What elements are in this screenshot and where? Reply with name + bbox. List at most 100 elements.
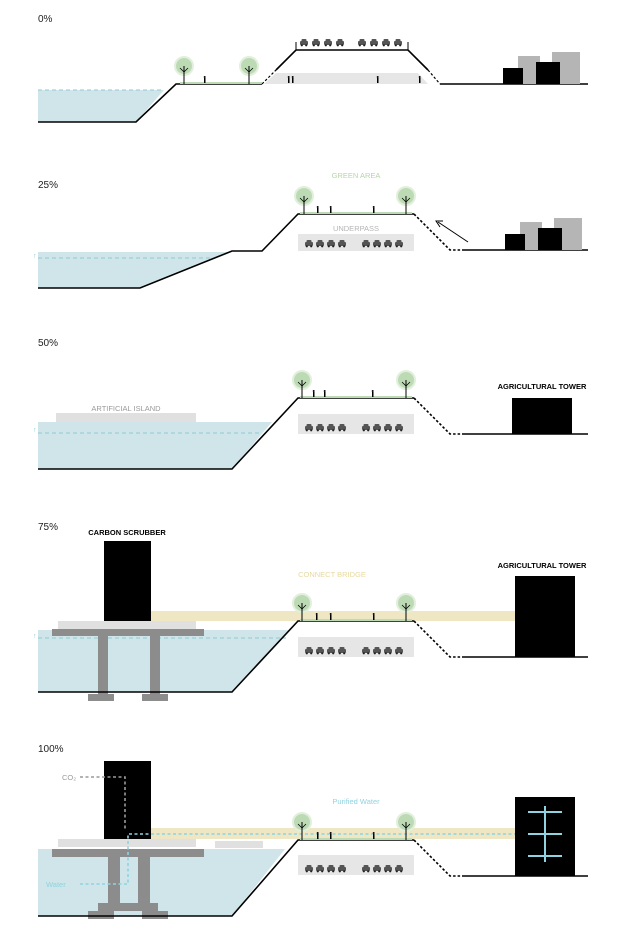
car-icon — [358, 39, 366, 47]
car-icon — [382, 39, 390, 47]
car-icon — [395, 865, 403, 873]
pedestrian-icon — [315, 613, 375, 620]
panel-50-percent: 50% ARTIFICIAL ISLAND ↑ AGRICUL — [33, 338, 588, 470]
island-platform-extension — [215, 841, 263, 848]
car-icon — [362, 240, 370, 248]
dashed-ramp-right — [427, 69, 441, 85]
car-icon — [373, 865, 381, 873]
agricultural-tower-label: AGRICULTURAL TOWER — [498, 561, 587, 570]
city-buildings — [505, 218, 582, 250]
connect-bridge — [150, 611, 515, 621]
car-icon — [395, 424, 403, 432]
panel-100-percent: 100% CO₂ Water Purified Water — [38, 744, 588, 919]
agricultural-tower-label: AGRICULTURAL TOWER — [498, 382, 587, 391]
arrow-icon — [435, 220, 469, 243]
carbon-scrubber-label: CARBON SCRUBBER — [88, 528, 166, 537]
car-icon — [384, 424, 392, 432]
car-icon — [338, 647, 346, 655]
elevated-road — [275, 49, 429, 71]
pedestrian-icon — [287, 76, 421, 83]
car-row — [300, 39, 402, 47]
carbon-scrubber — [104, 541, 151, 621]
city-buildings — [503, 52, 580, 84]
car-icon — [370, 39, 378, 47]
stepped-embankment — [413, 620, 462, 658]
tree-icon — [292, 370, 312, 398]
water-label: Water — [46, 880, 66, 889]
car-icon — [327, 647, 335, 655]
co2-flow-line — [80, 776, 126, 830]
water-body — [38, 252, 232, 288]
car-icon — [300, 39, 308, 47]
stepped-embankment — [413, 397, 462, 435]
car-icon — [338, 865, 346, 873]
purified-water-label: Purified Water — [332, 797, 380, 806]
dashed-ramp-left — [261, 69, 277, 85]
artificial-island-label: ARTIFICIAL ISLAND — [91, 404, 161, 413]
car-icon — [316, 647, 324, 655]
pedestrian-icon — [316, 206, 375, 213]
car-icon — [316, 865, 324, 873]
car-icon — [384, 647, 392, 655]
water-body — [38, 90, 164, 122]
car-icon — [327, 240, 335, 248]
tree-icon — [396, 186, 416, 214]
tree-icon — [396, 593, 416, 621]
island-pier-structure — [52, 629, 204, 701]
panel-0-percent: 0% — [38, 14, 588, 123]
car-icon — [336, 39, 344, 47]
car-icon — [327, 865, 335, 873]
panel-percent-label: 25% — [38, 180, 58, 191]
pedestrian-icon — [316, 832, 375, 839]
island-platform — [58, 839, 196, 847]
pedestrian-icon — [312, 390, 374, 397]
car-row — [305, 647, 403, 655]
car-icon — [362, 647, 370, 655]
water-distribution-pipes — [528, 806, 562, 862]
panel-percent-label: 100% — [38, 744, 64, 755]
car-icon — [395, 647, 403, 655]
co2-label: CO₂ — [62, 773, 76, 782]
car-icon — [373, 240, 381, 248]
car-icon — [324, 39, 332, 47]
water-body — [38, 630, 290, 692]
car-icon — [384, 240, 392, 248]
water-body — [38, 422, 272, 469]
car-icon — [305, 240, 313, 248]
tree-icon — [174, 56, 194, 84]
green-area-label: GREEN AREA — [332, 171, 381, 180]
car-icon — [373, 424, 381, 432]
car-icon — [362, 865, 370, 873]
car-row — [305, 424, 403, 432]
car-icon — [316, 424, 324, 432]
panel-percent-label: 75% — [38, 522, 58, 533]
car-icon — [305, 424, 313, 432]
tree-icon — [292, 812, 312, 840]
car-icon — [395, 240, 403, 248]
underpass-label: UNDERPASS — [333, 224, 379, 233]
connect-bridge-label: CONNECT BRIDGE — [298, 570, 366, 579]
water-body — [38, 849, 285, 916]
tree-icon — [294, 186, 314, 214]
car-icon — [373, 647, 381, 655]
pedestrian-icon — [203, 76, 206, 83]
stepped-embankment — [413, 213, 462, 251]
panel-25-percent: 25% ↑ GREEN AREA UNDERPASS — [33, 171, 588, 289]
car-row — [305, 865, 403, 873]
underpass-slab — [264, 73, 428, 84]
panel-75-percent: 75% ↑ CONNECT BRIDGE CARBON SCRUBBER — [33, 522, 588, 701]
panel-percent-label: 0% — [38, 14, 53, 25]
car-icon — [338, 240, 346, 248]
car-icon — [327, 424, 335, 432]
water-flow-line — [80, 833, 540, 885]
car-row — [305, 240, 403, 248]
water-rise-arrow: ↑ — [33, 427, 37, 434]
agricultural-tower — [512, 398, 572, 434]
stepped-embankment — [413, 839, 462, 877]
artificial-island — [56, 413, 196, 422]
island-platform — [58, 621, 196, 629]
car-icon — [305, 865, 313, 873]
panel-percent-label: 50% — [38, 338, 58, 349]
